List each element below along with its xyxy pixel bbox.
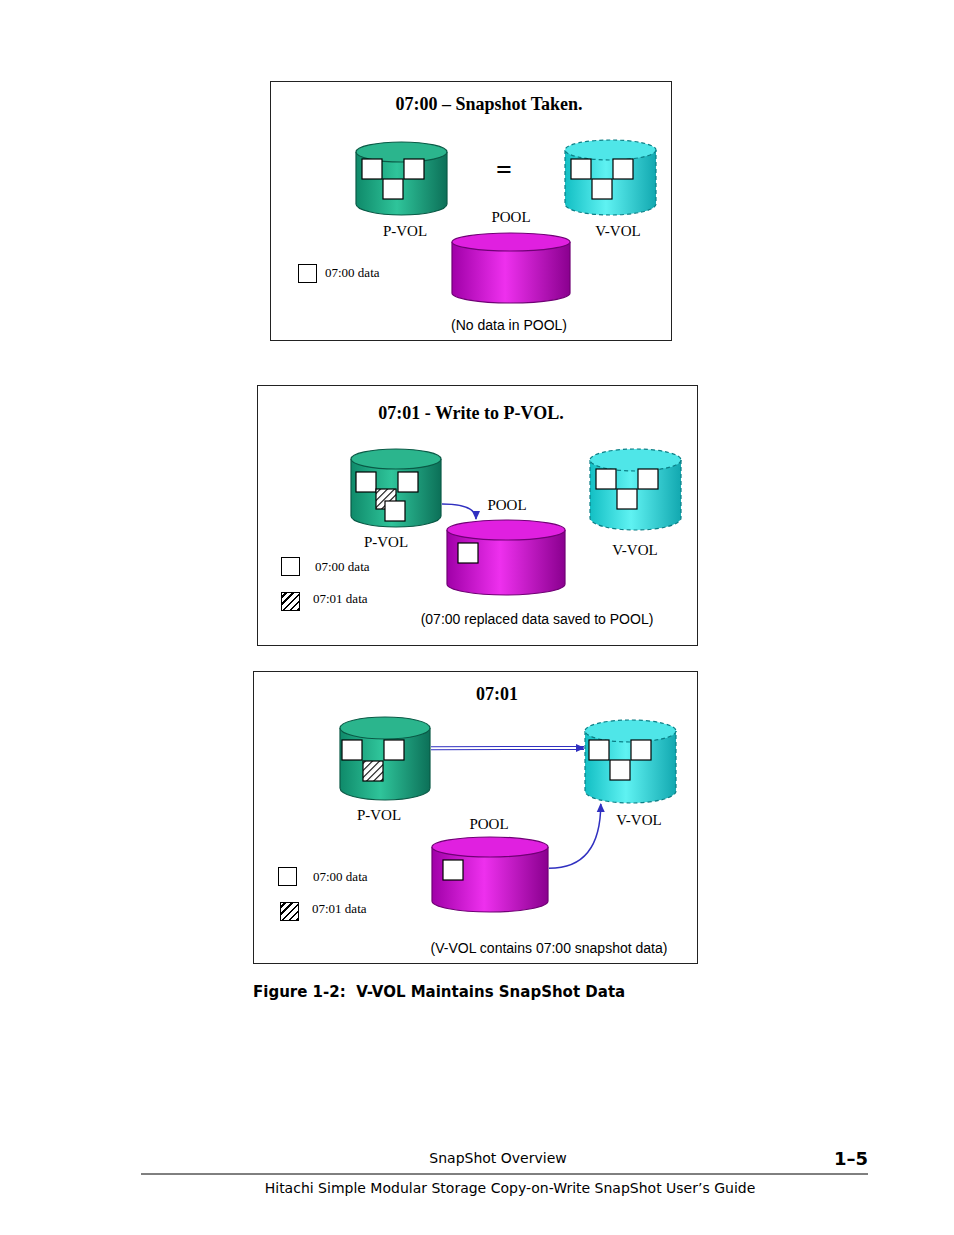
connector-line: [442, 504, 476, 519]
pool-cylinder: POOL: [431, 836, 549, 913]
volume-label: V-VOL: [612, 542, 657, 559]
panel-box: 07:01 - Write to P-VOL. (07:00 replaced d…: [257, 385, 698, 646]
cylinder-shape: [446, 519, 566, 596]
legend-text: 07:00 data: [325, 265, 380, 281]
cylinder-shape: [451, 232, 571, 304]
volume-label: P-VOL: [357, 807, 401, 824]
legend-swatch: [278, 867, 297, 886]
data-block-0700: [617, 489, 637, 509]
data-block-0700: [398, 472, 418, 492]
pool-cylinder: POOL: [451, 232, 571, 304]
connector: [431, 747, 584, 748]
connector: [549, 804, 601, 868]
cylinder-top: [432, 837, 548, 857]
volume-cylinder: V-VOL: [564, 139, 657, 216]
panel-note: (V-VOL contains 07:00 snapshot data): [431, 940, 668, 956]
cylinder-shape: [589, 448, 682, 531]
cylinder-top: [340, 717, 430, 739]
volume-label: POOL: [491, 209, 530, 226]
cylinder-top: [452, 233, 570, 251]
data-block-0700: [613, 159, 633, 179]
data-block-0700: [589, 740, 609, 760]
data-block-0700: [638, 469, 658, 489]
volume-label: POOL: [487, 497, 526, 514]
data-block-0700: [385, 501, 405, 521]
cylinder-shape: [564, 139, 657, 216]
data-block-0700: [356, 472, 376, 492]
cylinder-shape: [431, 836, 549, 913]
data-block-0700: [571, 159, 591, 179]
cylinder-top: [565, 140, 656, 160]
connector: [442, 504, 476, 519]
legend-swatch: [280, 902, 299, 921]
panel-note: (No data in POOL): [451, 317, 567, 333]
data-block-0700: [384, 740, 404, 760]
volume-label: POOL: [469, 816, 508, 833]
connector-line: [431, 747, 584, 749]
data-block-0700: [592, 179, 612, 199]
panel-title: 07:01 - Write to P-VOL.: [378, 403, 563, 424]
cylinder-top: [590, 449, 681, 471]
cylinder-shape: [350, 448, 442, 528]
volume-label: P-VOL: [383, 223, 427, 240]
volume-cylinder: P-VOL: [355, 141, 448, 216]
cylinder-top: [585, 720, 676, 742]
data-block-0700: [362, 159, 382, 179]
panel-box: 07:01 (V-VOL contains 07:00 snapshot data…: [253, 671, 698, 964]
volume-cylinder: P-VOL: [339, 716, 431, 801]
footer-rule: [141, 1174, 868, 1175]
legend-text: 07:01 data: [313, 591, 368, 607]
footer-text: SnapShot Overview: [429, 1150, 566, 1166]
equals-sign: =: [496, 154, 512, 186]
legend-swatch: [281, 592, 300, 611]
volume-label: V-VOL: [595, 223, 640, 240]
volume-cylinder: P-VOL: [350, 448, 442, 528]
footer-text: Hitachi Simple Modular Storage Copy-on-W…: [265, 1180, 756, 1196]
data-block-0700: [342, 740, 362, 760]
page-number: 1–5: [834, 1148, 868, 1169]
data-block-0701: [363, 761, 383, 781]
panel-note: (07:00 replaced data saved to POOL): [421, 611, 654, 627]
cylinder-shape: [355, 141, 448, 216]
legend-text: 07:01 data: [312, 901, 367, 917]
panel-box: 07:00 – Snapshot Taken. (No data in POOL)…: [270, 81, 672, 341]
volume-label: V-VOL: [616, 812, 661, 829]
volume-cylinder: V-VOL: [584, 719, 677, 804]
panel-title: 07:01: [476, 684, 518, 705]
cylinder-shape: [584, 719, 677, 804]
cylinder-body: [585, 731, 676, 803]
data-block-0700: [383, 179, 403, 199]
data-block-0700: [443, 860, 463, 880]
cylinder-top: [351, 449, 441, 469]
legend-swatch: [298, 264, 317, 283]
data-block-0700: [631, 740, 651, 760]
connector-inner: [431, 747, 584, 749]
volume-cylinder: V-VOL: [589, 448, 682, 531]
cylinder-top: [447, 520, 565, 540]
legend-text: 07:00 data: [315, 559, 370, 575]
panel-title: 07:00 – Snapshot Taken.: [395, 94, 582, 115]
figure-caption: Figure 1-2: V-VOL Maintains SnapShot Dat…: [253, 983, 625, 1001]
legend-text: 07:00 data: [313, 869, 368, 885]
data-block-0700: [458, 543, 478, 563]
volume-label: P-VOL: [364, 534, 408, 551]
cylinder-shape: [339, 716, 431, 801]
pool-cylinder: POOL: [446, 519, 566, 596]
data-block-0700: [596, 469, 616, 489]
connector-outer: [431, 746, 584, 750]
connector-line: [549, 804, 601, 868]
data-block-0700: [610, 760, 630, 780]
legend-swatch: [281, 557, 300, 576]
data-block-0700: [404, 159, 424, 179]
